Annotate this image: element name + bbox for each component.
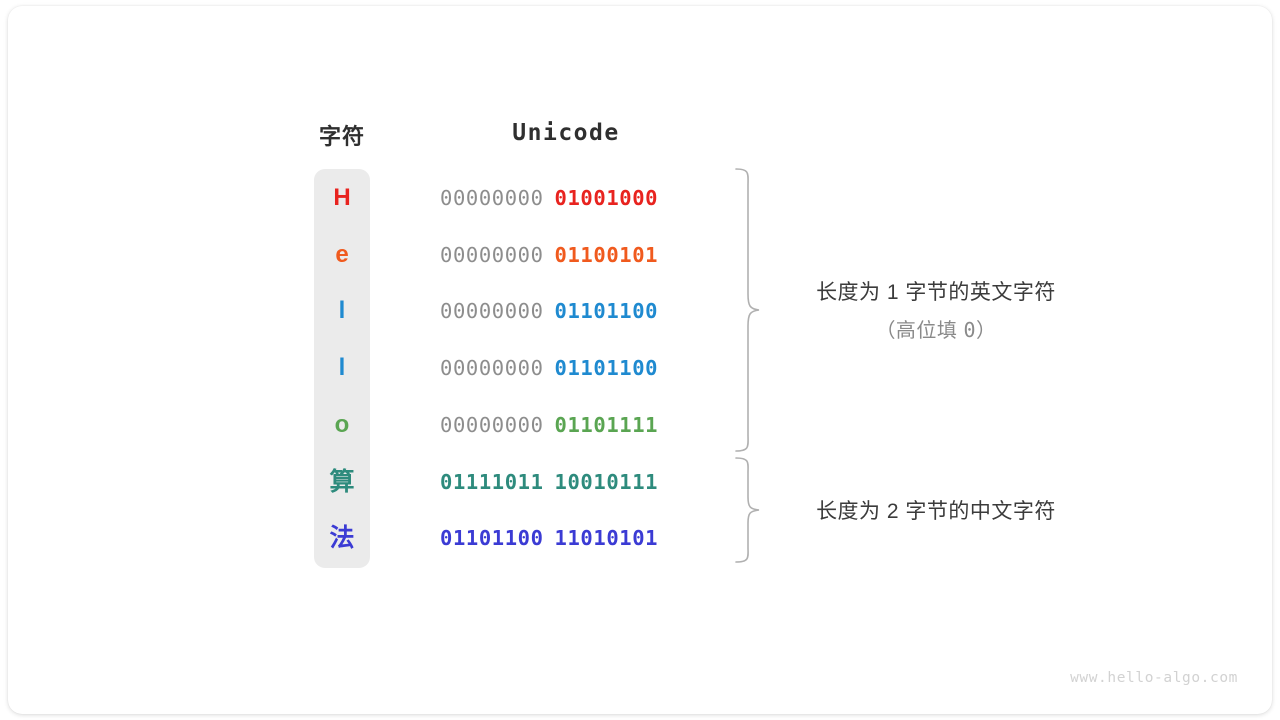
- character-cell: H: [333, 184, 351, 211]
- high-byte: 00000000: [440, 412, 544, 437]
- brace-two-byte: [735, 457, 760, 563]
- low-byte: 11010101: [554, 526, 659, 551]
- unicode-binary-row: 00000000 01001000: [440, 181, 692, 215]
- character-cell: 算: [329, 467, 355, 496]
- brace-one-byte: [735, 168, 760, 452]
- high-byte: 00000000: [440, 299, 544, 324]
- low-byte: 01101100: [554, 299, 659, 324]
- column-header-unicode: Unicode: [512, 120, 620, 146]
- annotation-one-byte-prefix: （高位填: [875, 320, 964, 342]
- low-byte: 10010111: [554, 469, 659, 494]
- high-byte: 00000000: [440, 186, 544, 210]
- high-byte: 00000000: [440, 356, 544, 381]
- low-byte: 01101100: [554, 356, 659, 381]
- character-cell: e: [335, 240, 349, 268]
- high-byte: 01111011: [440, 469, 544, 494]
- annotation-two-byte: 长度为 2 字节的中文字符: [786, 495, 1086, 525]
- character-cell: l: [338, 354, 346, 382]
- annotation-one-byte-value: 0: [963, 318, 977, 342]
- high-byte: 01101100: [440, 526, 544, 551]
- character-cell: o: [334, 410, 350, 438]
- character-cell: 法: [329, 524, 355, 553]
- annotation-one-byte: 长度为 1 字节的英文字符 （高位填 0）: [786, 276, 1086, 343]
- annotation-one-byte-suffix: ）: [976, 320, 997, 342]
- low-byte: 01001000: [554, 186, 659, 210]
- annotation-one-byte-line1: 长度为 1 字节的英文字符: [816, 281, 1056, 304]
- watermark: www.hello-algo.com: [1070, 670, 1238, 686]
- annotation-one-byte-line2: （高位填 0）: [786, 314, 1086, 343]
- unicode-binary-row: 01111011 10010111: [440, 465, 692, 499]
- unicode-binary-row: 00000000 01100101: [440, 238, 692, 272]
- high-byte: 00000000: [440, 242, 544, 267]
- unicode-binary-row: 00000000 01101100: [440, 351, 692, 385]
- unicode-binary-row: 01101100 11010101: [440, 521, 692, 555]
- character-cell: l: [338, 297, 346, 325]
- unicode-binary-row: 00000000 01101111: [440, 408, 692, 442]
- character-column-panel: [314, 169, 370, 568]
- annotation-two-byte-line1: 长度为 2 字节的中文字符: [816, 500, 1056, 523]
- column-header-character: 字符: [318, 124, 365, 149]
- low-byte: 01100101: [554, 242, 659, 267]
- unicode-binary-row: 00000000 01101100: [440, 294, 692, 328]
- low-byte: 01101111: [554, 412, 659, 437]
